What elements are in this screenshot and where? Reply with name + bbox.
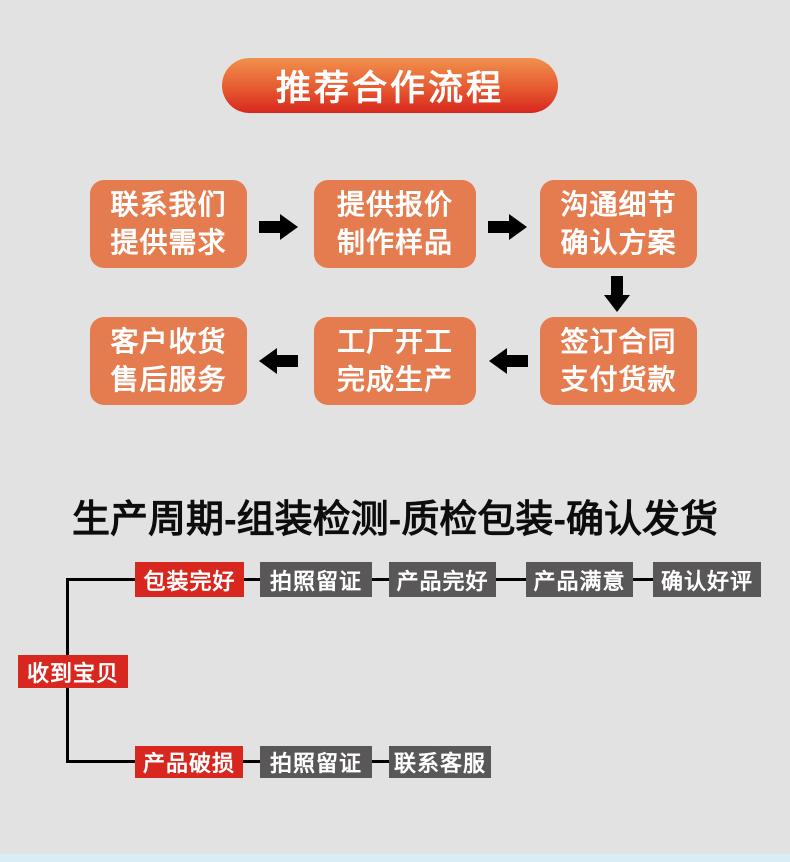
step-line: 提供报价: [336, 189, 453, 220]
node-label: 包装完好: [143, 568, 236, 594]
section-banner: 推荐合作流程: [222, 58, 558, 113]
node-product-damaged: 产品破损: [135, 746, 243, 778]
arrow-head: [259, 348, 277, 374]
step-line: 确认方案: [560, 227, 677, 258]
banner-title: 推荐合作流程: [275, 69, 504, 108]
step-line: 提供需求: [110, 227, 227, 258]
step-provide-quote: 提供报价 制作样品: [314, 180, 476, 268]
connector-bottom-line: [66, 760, 446, 763]
node-label: 产品破损: [142, 751, 235, 776]
section-title: 生产周期-组装检测-质检包装-确认发货: [72, 499, 718, 541]
node-received-item: 收到宝贝: [18, 655, 128, 688]
node-label: 拍照留证: [269, 751, 362, 776]
step-contact-us: 联系我们 提供需求: [90, 180, 247, 268]
node-label: 产品完好: [396, 568, 489, 594]
step-line: 客户收货: [110, 326, 227, 357]
arrow-left-icon: [258, 348, 298, 374]
arrow-shaft: [488, 221, 509, 233]
step-line: 售后服务: [110, 364, 227, 395]
node-label: 拍照留证: [269, 568, 362, 594]
step-line: 工厂开工: [336, 326, 453, 357]
arrow-right-icon: [488, 214, 528, 240]
step-customer-receipt: 客户收货 售后服务: [90, 317, 247, 405]
step-line: 支付货款: [560, 364, 677, 395]
arrow-left-icon: [488, 348, 528, 374]
step-line: 沟通细节: [560, 189, 677, 220]
step-line: 联系我们: [110, 189, 227, 220]
node-label: 确认好评: [660, 568, 753, 594]
arrow-shaft: [277, 355, 298, 367]
arrow-shaft: [259, 221, 280, 233]
node-photo-evidence-damaged: 拍照留证: [260, 746, 372, 778]
node-photo-evidence-good: 拍照留证: [260, 562, 372, 597]
arrow-head: [280, 214, 298, 240]
arrow-shaft: [507, 355, 528, 367]
node-packaging-intact: 包装完好: [135, 562, 244, 597]
node-product-satisfied: 产品满意: [526, 562, 633, 597]
node-label: 联系客服: [393, 751, 486, 776]
arrow-head: [489, 348, 507, 374]
arrow-head: [604, 295, 630, 312]
node-label: 收到宝贝: [26, 660, 119, 686]
step-communicate-details: 沟通细节 确认方案: [540, 180, 697, 268]
step-factory-production: 工厂开工 完成生产: [314, 317, 476, 405]
arrow-down-icon: [604, 276, 630, 312]
node-product-intact: 产品完好: [389, 562, 496, 597]
node-label: 产品满意: [533, 568, 626, 594]
step-sign-contract: 签订合同 支付货款: [540, 317, 697, 405]
arrow-shaft: [611, 276, 623, 295]
footer-accent-bar: [0, 854, 790, 862]
node-confirm-review: 确认好评: [653, 562, 761, 597]
step-line: 签订合同: [560, 326, 677, 357]
arrow-head: [509, 214, 527, 240]
step-line: 制作样品: [336, 227, 453, 258]
arrow-right-icon: [259, 214, 299, 240]
step-line: 完成生产: [336, 364, 453, 395]
node-contact-service: 联系客服: [389, 746, 491, 778]
